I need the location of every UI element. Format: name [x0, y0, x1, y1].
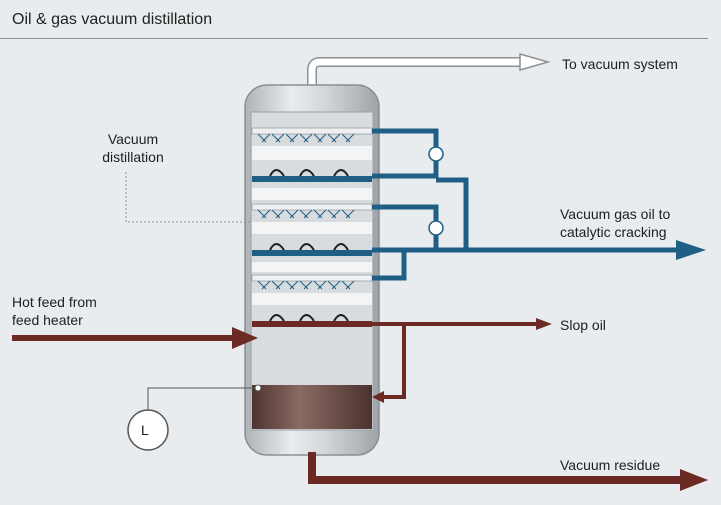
vacuum-system-line	[307, 53, 551, 88]
slop-oil-line	[372, 322, 540, 399]
label-to-vacuum-system: To vacuum system	[562, 56, 678, 72]
leader-line	[125, 172, 250, 223]
level-instrument-label: L	[141, 422, 149, 438]
label-vacuum-gas-oil-line2: catalytic cracking	[560, 224, 667, 240]
hot-feed-line	[12, 327, 258, 349]
vacuum-column	[244, 84, 380, 456]
title-divider	[0, 38, 708, 39]
label-vacuum-distillation: Vacuum distillation	[88, 130, 178, 166]
residue-line	[308, 452, 708, 491]
pump-icon	[428, 146, 444, 162]
residue-level	[252, 385, 372, 429]
level-instrument	[127, 384, 262, 451]
label-vacuum-residue: Vacuum residue	[560, 457, 661, 473]
label-hot-feed-line2: feed heater	[12, 312, 83, 328]
slop-oil-arrow-icon	[536, 318, 552, 330]
label-vacuum-distillation-line1: Vacuum	[107, 131, 159, 147]
vacuum-arrow-icon	[519, 53, 551, 71]
spray-section-2	[251, 203, 373, 234]
gas-oil-arrow-icon	[676, 240, 706, 260]
recycle-arrow-icon	[372, 391, 384, 403]
tray-section-3	[252, 314, 372, 327]
level-gauge-icon	[127, 409, 169, 451]
tray-section-1	[252, 169, 372, 200]
label-vacuum-gas-oil: Vacuum gas oil to catalytic cracking	[560, 205, 670, 241]
label-slop-oil: Slop oil	[560, 317, 606, 333]
pump-icon	[428, 220, 444, 236]
label-hot-feed-line1: Hot feed from	[12, 294, 97, 310]
residue-arrow-icon	[680, 469, 708, 491]
label-hot-feed: Hot feed from feed heater	[12, 293, 97, 329]
label-vacuum-gas-oil-line1: Vacuum gas oil to	[560, 206, 671, 222]
label-vacuum-distillation-line2: distillation	[102, 149, 164, 165]
tray-section-2	[252, 243, 372, 272]
feed-arrow-icon	[232, 327, 258, 349]
page-title: Oil & gas vacuum distillation	[12, 11, 213, 28]
